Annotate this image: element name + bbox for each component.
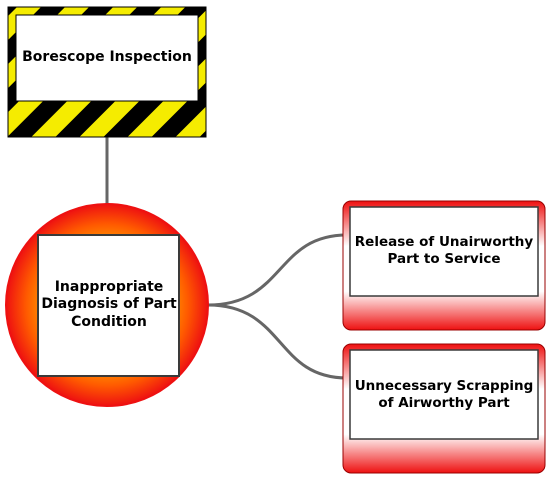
center-node-label: Inappropriate Diagnosis of Part Conditio… [41,278,177,330]
center-node [5,203,209,407]
connector-center-to-scrapping [207,303,348,380]
outcome-label-release: Release of Unairworthy Part to Service [354,234,534,267]
outcome-box-release [342,200,546,331]
outcome-box-scrapping [342,343,546,474]
hazard-label: Borescope Inspection [22,49,192,66]
outcome-label-scrapping: Unnecessary Scrapping of Airworthy Part [354,378,534,411]
connector-center-to-release [207,233,348,307]
hazard-box [7,6,207,138]
